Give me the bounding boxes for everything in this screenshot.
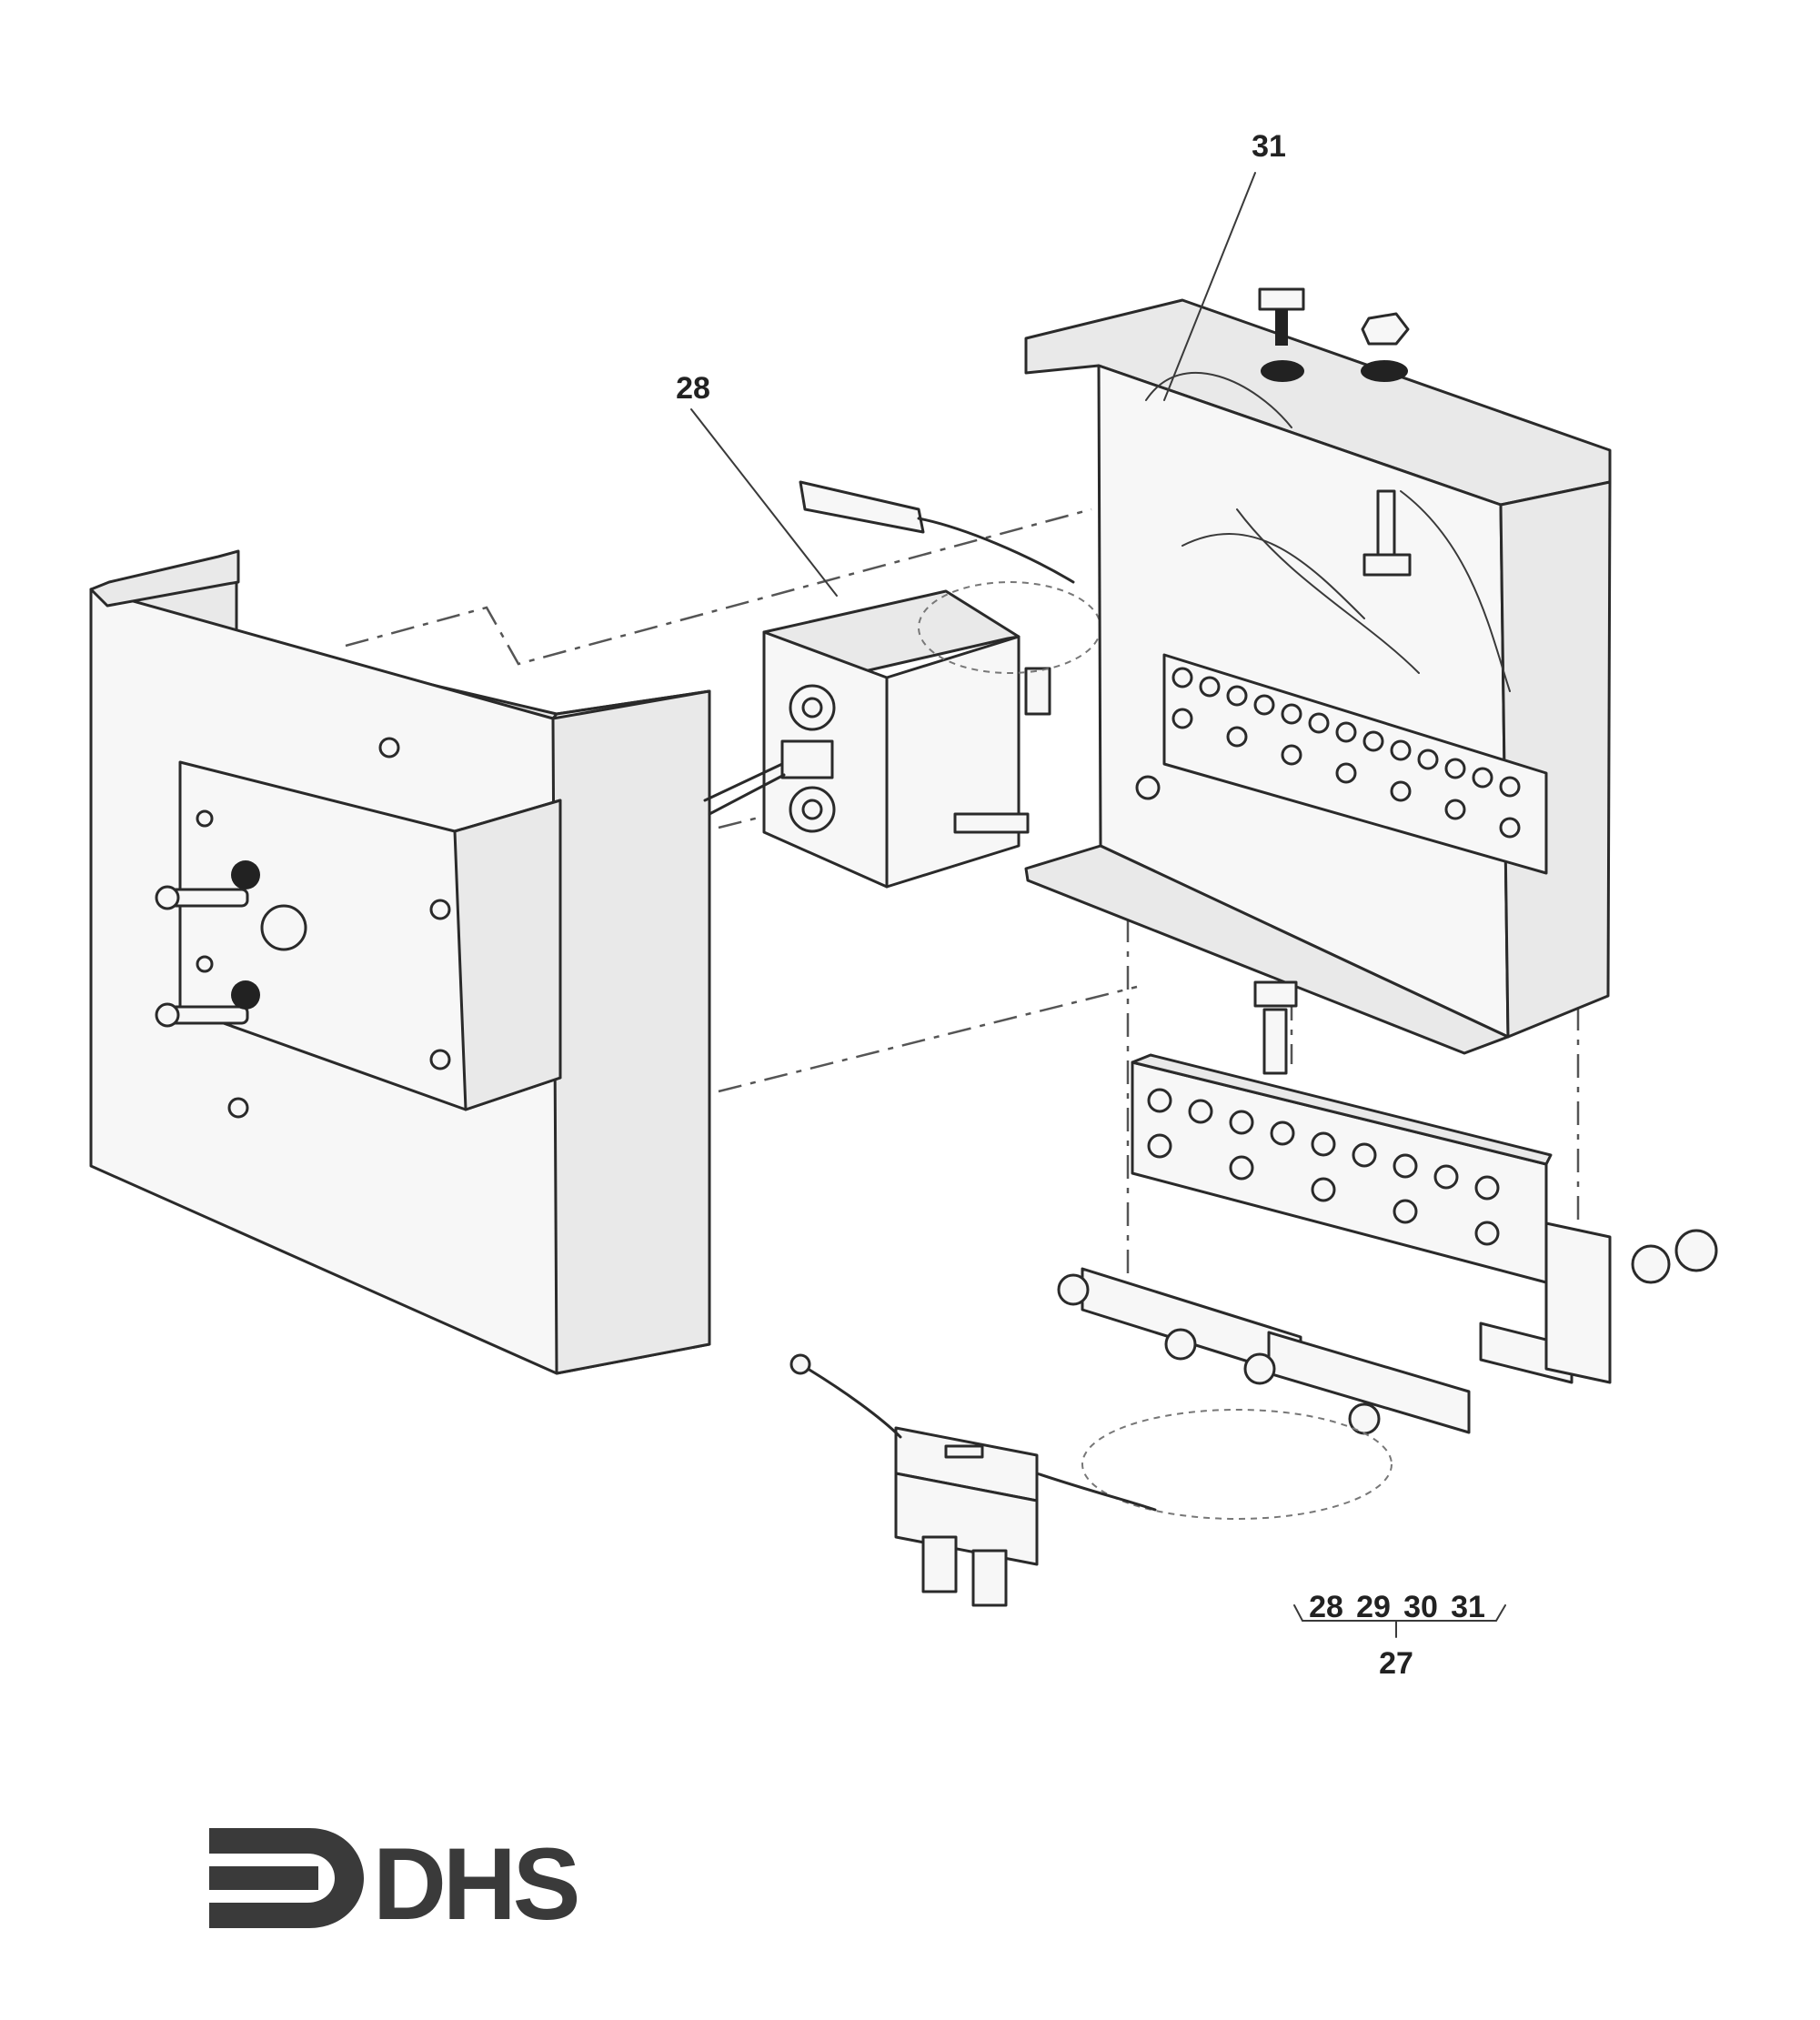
cover-bolt bbox=[1258, 287, 1305, 382]
dhs-logo: DHS bbox=[209, 1827, 581, 1941]
relay-box bbox=[703, 480, 1101, 889]
callout-31: 31 bbox=[1163, 129, 1286, 401]
logo-mark-icon bbox=[209, 1828, 364, 1928]
terminal-block-internal bbox=[1162, 653, 1548, 875]
front-cover-panel bbox=[89, 549, 711, 1375]
clamp-assembly bbox=[1057, 1267, 1471, 1520]
earth-bolt bbox=[1362, 489, 1412, 577]
fuse-holder bbox=[789, 1353, 1157, 1607]
assembly-part-29: 29 bbox=[1356, 1590, 1391, 1624]
assembly-number: 27 bbox=[1379, 1646, 1413, 1681]
terminal-strip bbox=[1131, 980, 1718, 1384]
callout-28: 28 bbox=[676, 371, 838, 597]
panel-screw-upper bbox=[155, 860, 260, 910]
junction-box bbox=[1024, 287, 1612, 1055]
assembly-part-31: 31 bbox=[1451, 1590, 1485, 1624]
cover-nut bbox=[1361, 312, 1410, 382]
assembly-part-30: 30 bbox=[1403, 1590, 1438, 1624]
callout-label-28: 28 bbox=[676, 371, 710, 406]
logo-text: DHS bbox=[373, 1827, 578, 1941]
assembly-note: 28 29 30 31 27 bbox=[1293, 1590, 1506, 1681]
assembly-part-28: 28 bbox=[1309, 1590, 1343, 1624]
callout-label-31: 31 bbox=[1252, 129, 1286, 164]
panel-screw-lower bbox=[155, 980, 260, 1028]
